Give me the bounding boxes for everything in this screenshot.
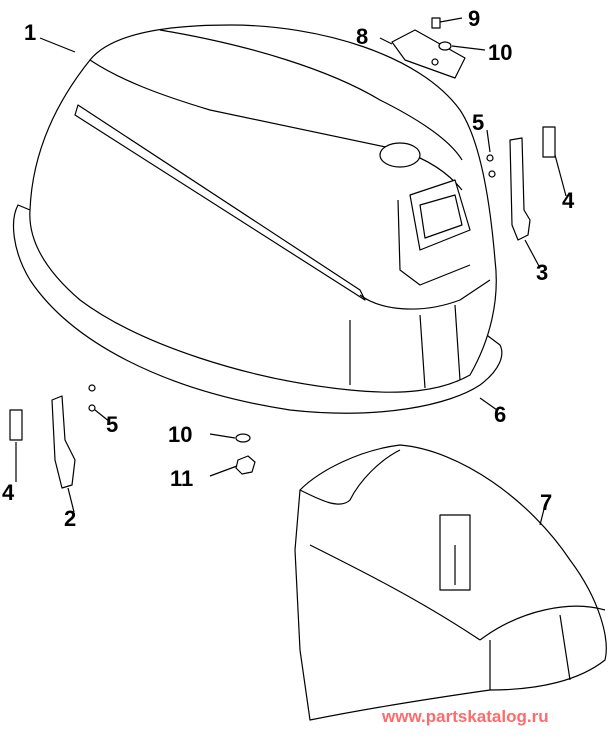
callout-3: 3 [536, 260, 548, 285]
screw-5-b [488, 170, 496, 178]
bottom-cowl [294, 444, 607, 721]
callout-1: 1 [24, 20, 36, 45]
screw-5-d [88, 404, 96, 412]
callout-4b: 4 [2, 480, 15, 505]
callout-6: 6 [494, 402, 506, 427]
cowl-top-panel [159, 29, 463, 161]
cowl-ridge-line [89, 59, 463, 191]
callout-8: 8 [356, 24, 368, 49]
callout-5b: 5 [106, 412, 118, 437]
cowl-edge [359, 279, 491, 310]
cowl-air-intake-inner [419, 194, 463, 239]
bracket-hole [431, 58, 439, 66]
cowl-trim-strip [74, 104, 366, 301]
latch-bracket [391, 29, 466, 79]
bottom-cowl-recess [439, 514, 471, 591]
screw-9 [431, 17, 441, 29]
watermark: www.partskatalog.ru [381, 707, 549, 726]
top-cowl [29, 24, 497, 393]
plate-right [542, 126, 556, 158]
screw-5-a [486, 154, 494, 162]
callout-5a: 5 [472, 110, 484, 135]
bottom-cowl-side [309, 544, 481, 641]
washer-10 [438, 41, 452, 51]
callout-11: 11 [170, 466, 193, 491]
leader-lines [15, 17, 567, 526]
cowl-intake-housing [397, 199, 471, 286]
callout-4a: 4 [562, 188, 575, 213]
callout-2: 2 [64, 506, 76, 531]
latch-left [51, 395, 76, 489]
callout-7: 7 [540, 490, 552, 515]
bottom-cowl-rear [479, 605, 606, 690]
cowl-facets [349, 304, 461, 389]
screw-5-c [88, 384, 96, 392]
washer-10-b [235, 433, 251, 443]
cowl-cap [379, 142, 421, 168]
callout-10a: 10 [488, 40, 512, 65]
bottom-cowl-lip [299, 449, 401, 505]
latch-right [509, 137, 531, 241]
callout-10b: 10 [168, 422, 192, 447]
plate-left [9, 409, 23, 441]
callout-9: 9 [468, 6, 480, 31]
nut-11 [235, 455, 256, 475]
